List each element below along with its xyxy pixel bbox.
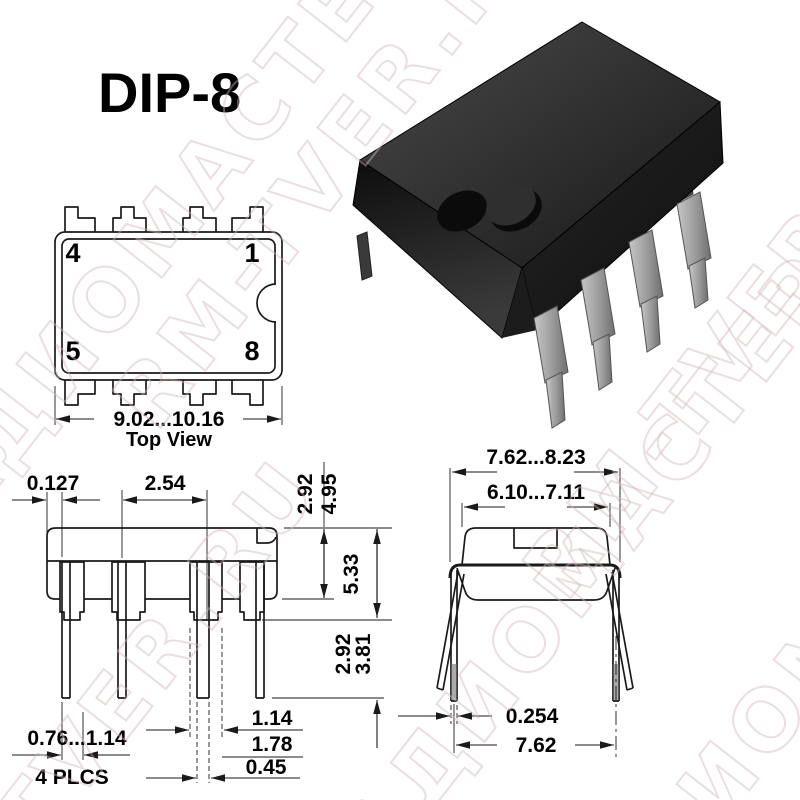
side-view: 0.127 2.54 2.92 (12, 462, 392, 789)
bottom-pins (64, 380, 264, 406)
dim-label-pitch: 2.54 (145, 472, 186, 495)
dim-label-w-min: 1.14 (252, 707, 293, 730)
dim-label-overall: 7.62...8.23 (486, 446, 585, 469)
pin-number-4: 4 (65, 238, 80, 268)
chip-left-pin-stub (356, 231, 373, 281)
top-view: 4 1 5 8 9.02...10.16 Top View (54, 206, 283, 451)
page-title: DIP-8 (98, 61, 241, 124)
top-view-width-dimension: 9.02...10.16 (54, 386, 283, 431)
side-reference-lines (262, 527, 392, 699)
dim-label-seat-min: 2.92 (294, 474, 317, 515)
index-notch (486, 184, 536, 226)
side-index-notch (256, 528, 277, 544)
dim-row-pitch: 7.62 (453, 636, 617, 758)
end-seam (448, 563, 622, 579)
dim-body-height: 5.33 (340, 529, 381, 618)
dim-pitch: 2.54 (121, 472, 208, 620)
package-outline-outer (54, 231, 283, 381)
pin1-dimple (437, 190, 487, 232)
dim-seating: 2.92 4.95 (294, 462, 341, 598)
dim-label-body-width: 6.10...7.11 (487, 481, 585, 504)
dim-label-row-pitch: 7.62 (516, 734, 557, 757)
dim-label-top-width: 9.02...10.16 (114, 408, 225, 431)
dim-label-lead-thickness: 0.254 (506, 705, 559, 728)
chip-near-pins (533, 191, 712, 429)
dim-label-lead-max: 3.81 (352, 633, 375, 674)
dim-lead-length: 2.92 3.81 (332, 633, 381, 748)
pin-number-1: 1 (244, 238, 259, 268)
chip-3d-photo (352, 21, 724, 429)
end-body-lower (456, 567, 616, 601)
dim-label-places: 4 PLCS (35, 766, 109, 789)
chip-bottom-edge (502, 268, 537, 338)
pin-number-5: 5 (65, 336, 80, 366)
dim-lead-thickness: 0.254 (398, 705, 559, 728)
dim-label-seat-max: 4.95 (318, 473, 341, 514)
dim-label-lead-width: 0.45 (246, 756, 287, 779)
pin-number-8: 8 (244, 336, 259, 366)
dim-lead-offset: 0.127 (12, 472, 100, 557)
dim-body-width: 6.10...7.11 (461, 481, 611, 527)
package-outline-inner (61, 238, 276, 374)
dim-lead-widths: 1.14 1.78 0.45 (146, 628, 303, 783)
dim-label-lead-min: 2.92 (332, 634, 355, 675)
side-pins (59, 561, 265, 699)
dim-label-lead-offset: 0.127 (27, 472, 80, 495)
dim-label-w-max: 1.78 (252, 733, 293, 756)
dim-overall-width: 7.62...8.23 (449, 446, 621, 562)
end-view: 7.62...8.23 6.10...7.11 (398, 446, 634, 758)
dim-shoulder-width: 0.76...1.14 4 PLCS (12, 702, 130, 789)
top-pins (64, 206, 264, 232)
end-legs (436, 570, 634, 702)
top-view-caption: Top View (126, 429, 212, 451)
index-notch-arc (256, 283, 277, 323)
dim-label-shoulder-range: 0.76...1.14 (27, 727, 127, 750)
end-body-upper (461, 527, 611, 566)
end-body-index-notch (513, 528, 558, 549)
dim-label-body-height: 5.33 (340, 554, 363, 595)
